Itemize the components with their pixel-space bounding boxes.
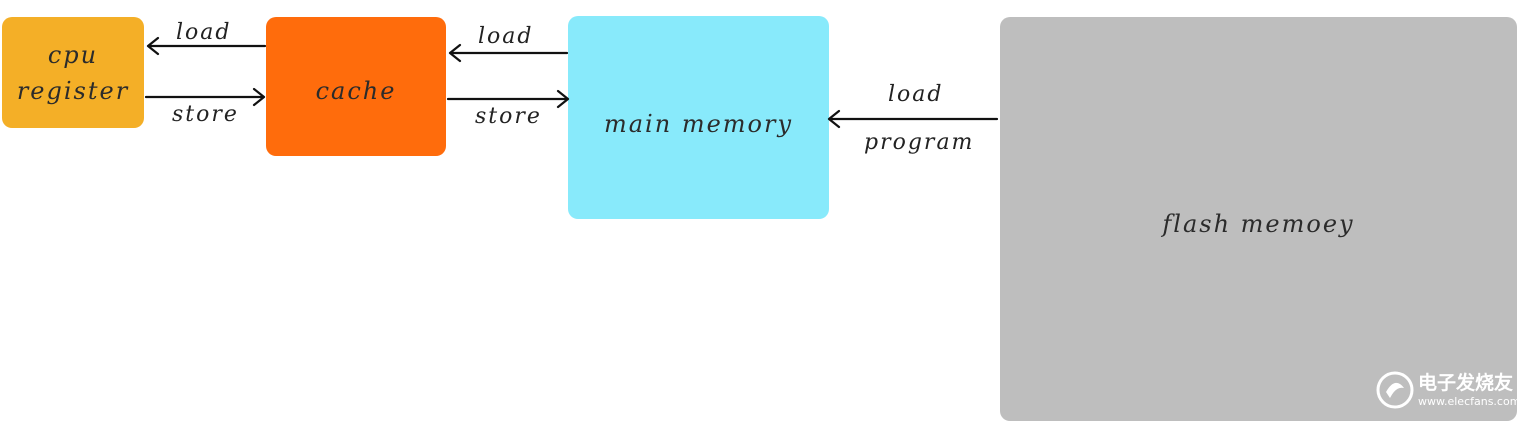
watermark-brand: 电子发烧友 <box>1418 372 1514 394</box>
edge-label-cache-to-cpu: load <box>176 20 232 45</box>
watermark-url: www.elecfans.com <box>1418 395 1521 408</box>
edge-label-main-to-cache: load <box>478 24 534 49</box>
edge-label-cpu-to-cache: store <box>172 102 239 127</box>
cache-node: cache <box>266 17 446 156</box>
flash-memory-node: flash memoey <box>1000 17 1517 421</box>
flash-memory-label: flash memoey <box>1162 210 1355 238</box>
main-memory-node: main memory <box>568 16 829 219</box>
edge-label-flash-program: program <box>864 130 975 155</box>
cpu-register-label-line1: cpu <box>47 40 99 69</box>
arrow-cache-to-cpu <box>146 36 267 56</box>
cpu-register-node: cpu register <box>2 17 144 128</box>
arrow-cache-to-main <box>446 89 570 109</box>
arrow-cpu-to-cache <box>144 87 266 107</box>
elecfans-logo-icon <box>1376 371 1414 409</box>
arrow-main-to-cache <box>448 43 569 63</box>
cache-label: cache <box>315 77 397 105</box>
edge-label-cache-to-main: store <box>475 104 542 129</box>
cpu-register-label-line2: register <box>16 76 130 105</box>
arrow-flash-to-main <box>827 109 999 129</box>
main-memory-label: main memory <box>603 110 794 138</box>
edge-label-flash-load: load <box>888 82 944 107</box>
watermark: 电子发烧友 www.elecfans.com <box>1376 366 1520 416</box>
